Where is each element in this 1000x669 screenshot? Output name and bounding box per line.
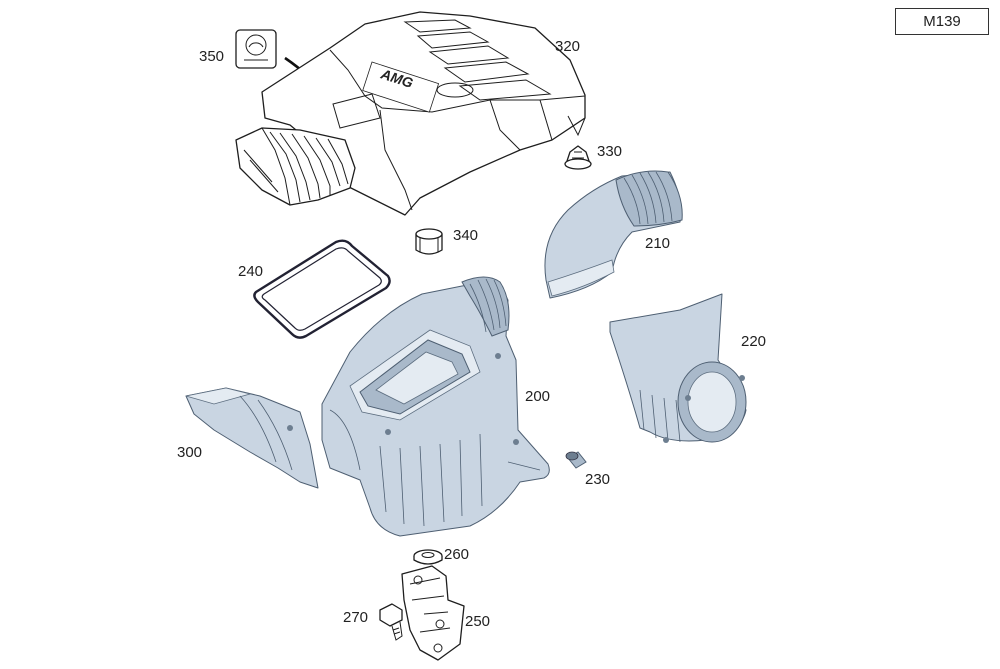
part-260-rubber-mount[interactable]: [413, 549, 443, 565]
part-220-filter-housing[interactable]: [609, 293, 747, 443]
callout-340[interactable]: 340: [453, 227, 479, 244]
callout-240[interactable]: 240: [238, 263, 264, 280]
callout-330[interactable]: 330: [597, 143, 623, 160]
part-350-label-sticker[interactable]: [235, 29, 277, 69]
callout-320[interactable]: 320: [555, 38, 581, 55]
callout-230[interactable]: 230: [585, 471, 611, 488]
part-270-bolt[interactable]: [379, 603, 403, 641]
part-210-intake-elbow[interactable]: [544, 170, 683, 299]
part-320-engine-cover[interactable]: AMG: [235, 11, 586, 216]
callout-260[interactable]: 260: [444, 546, 470, 563]
callout-300[interactable]: 300: [177, 444, 203, 461]
callout-250[interactable]: 250: [465, 613, 491, 630]
callout-200[interactable]: 200: [525, 388, 551, 405]
part-250-bracket[interactable]: [401, 565, 465, 661]
part-330-grommet[interactable]: [564, 145, 592, 170]
callout-220[interactable]: 220: [741, 333, 767, 350]
engine-code-box: M139: [895, 8, 989, 35]
part-240-seal[interactable]: [253, 239, 391, 339]
callout-210[interactable]: 210: [645, 235, 671, 252]
callout-270[interactable]: 270: [343, 609, 369, 626]
part-230-hose[interactable]: [565, 451, 587, 469]
callout-350[interactable]: 350: [199, 48, 225, 65]
part-300-air-duct[interactable]: [185, 387, 319, 489]
part-340-sleeve[interactable]: [415, 228, 443, 255]
part-200-air-filter-box[interactable]: [321, 276, 550, 537]
